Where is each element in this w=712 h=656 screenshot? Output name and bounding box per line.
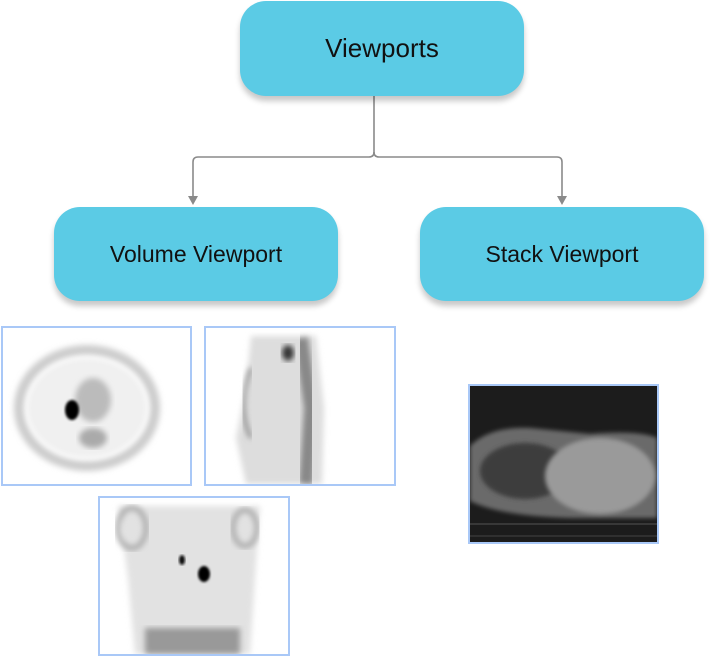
stack-ct-image: [468, 384, 659, 544]
coronal-pet-image: [98, 496, 290, 656]
connector-right-branch: [373, 151, 563, 197]
arrow-head-icon: [188, 196, 198, 205]
axial-pet-image: [1, 326, 192, 486]
viewports-label: Viewports: [325, 33, 439, 63]
connector-root-trunk: [192, 96, 375, 197]
volume-viewport-node: Volume Viewport: [54, 207, 338, 301]
arrow-head-icon: [557, 196, 567, 205]
stack-viewport-node: Stack Viewport: [420, 207, 704, 301]
stack-viewport-label: Stack Viewport: [485, 240, 639, 267]
viewports-node: Viewports: [240, 1, 524, 96]
volume-viewport-label: Volume Viewport: [109, 240, 283, 267]
sagittal-pet-image: [204, 326, 396, 486]
